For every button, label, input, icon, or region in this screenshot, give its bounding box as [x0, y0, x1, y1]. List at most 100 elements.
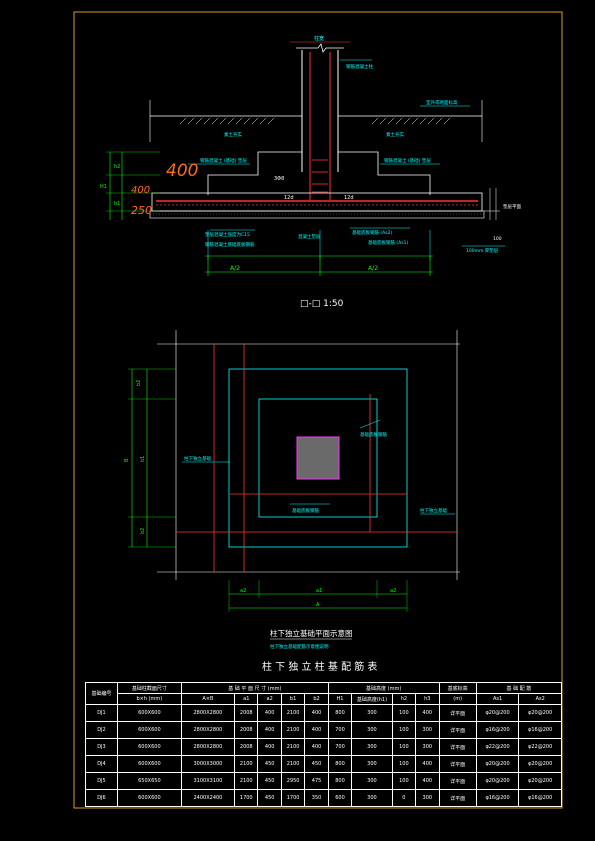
table-cell: 600X600	[116, 755, 182, 773]
bottom-right-label-2: 基础底板钢筋 (As1)	[368, 239, 408, 246]
header-b1: b1	[280, 693, 306, 705]
table-cell: 详平面	[438, 738, 477, 756]
header-h2: h2	[391, 693, 417, 705]
table-cell: 1700	[234, 789, 259, 807]
table-cell: 3100X3100	[180, 772, 236, 790]
b1-label: b1	[140, 456, 146, 462]
reinforcement-table: 基础编号 基础柱截面尺寸 基 础 平 面 尺 寸 (mm) 基础高度 (mm) …	[85, 682, 563, 807]
table-cell: φ20@200	[475, 755, 520, 773]
header-col: 基础柱截面尺寸	[116, 682, 182, 694]
table-cell: 2800X2800	[180, 738, 236, 756]
table-cell: φ16@200	[475, 789, 520, 807]
table-cell: DJ5	[85, 772, 118, 790]
table-cell: 2100	[234, 772, 259, 790]
cushion-label: 100mm 厚垫层	[466, 247, 499, 254]
table-cell: 2400X2400	[180, 789, 236, 807]
table-cell: 300	[351, 755, 393, 773]
foundation-section	[106, 41, 505, 276]
column-label: 钢筋混凝土柱	[346, 63, 373, 70]
table-cell: φ20@200	[518, 704, 562, 722]
header-col-sub: b×h (mm)	[116, 693, 182, 705]
table-cell: 2100	[280, 704, 306, 722]
table-cell: 800	[327, 755, 353, 773]
table-cell: 650X650	[116, 772, 182, 790]
table-cell: DJ6	[85, 789, 118, 807]
header-height: 基础高度 (mm)	[327, 682, 440, 694]
header-h1: 基础高度(h1)	[351, 693, 393, 705]
step-right-label: 钢筋混凝土 (基础) 垫层	[384, 157, 431, 164]
dim-left-label: A/2	[230, 265, 240, 272]
sheet-border	[73, 11, 563, 809]
header-a1: a1	[234, 693, 259, 705]
table-cell: 100	[391, 704, 417, 722]
table-cell: 2100	[280, 738, 306, 756]
table-cell: 800	[327, 772, 353, 790]
table-cell: 300	[351, 738, 393, 756]
table-cell: DJ1	[85, 704, 118, 722]
table-title: 柱 下 独 立 柱 基 配 筋 表	[262, 660, 377, 673]
table-cell: 800	[327, 704, 353, 722]
table-header-row-1: 基础编号 基础柱截面尺寸 基 础 平 面 尺 寸 (mm) 基础高度 (mm) …	[85, 682, 563, 705]
header-h3: h3	[415, 693, 440, 705]
table-cell: 3000X3000	[180, 755, 236, 773]
plan-right-label: 柱下独立基础	[420, 507, 447, 514]
table-cell: 400	[304, 721, 329, 739]
header-a2: a2	[257, 693, 282, 705]
table-cell: 2008	[234, 738, 259, 756]
table-cell: 600	[327, 789, 353, 807]
table-cell: DJ2	[85, 721, 118, 739]
plan-rebar-label: 基础底板钢筋	[360, 431, 387, 438]
column-width-label: 柱宽	[314, 35, 324, 42]
plan-section-title: □-□ 1:50	[300, 299, 344, 309]
table-cell: 400	[415, 704, 440, 722]
table-cell: 600X600	[116, 789, 182, 807]
header-plan: 基 础 平 面 尺 寸 (mm)	[180, 682, 329, 694]
header-no: 基础编号	[85, 682, 118, 705]
table-cell: 400	[257, 721, 282, 739]
table-cell: 100	[391, 755, 417, 773]
table-cell: 2100	[234, 755, 259, 773]
table-cell: 详平面	[438, 704, 477, 722]
table-cell: 450	[257, 755, 282, 773]
table-header-row-2: b×h (mm) A×B a1 a2 b1 b2 H1 基础高度(h1) h2 …	[86, 693, 562, 705]
soil-right-label: 素土夯实	[386, 131, 404, 138]
b2-top-label: b2	[136, 380, 142, 386]
top-rebar-label: 3Φ8	[274, 176, 284, 182]
table-cell: DJ3	[85, 738, 118, 756]
table-cell: 100	[391, 738, 417, 756]
header-top-sub: (m)	[438, 693, 477, 705]
table-cell: φ16@200	[518, 789, 562, 807]
table-cell: 1700	[280, 789, 306, 807]
step-left-label: 钢筋混凝土 (基础) 垫层	[200, 157, 247, 164]
bottom-mid-label: 混凝土垫层	[298, 233, 321, 240]
anchor-left-label: 12d	[284, 195, 294, 201]
plan-left-label: 柱下独立基础	[184, 455, 211, 462]
table-cell: φ22@200	[518, 738, 562, 756]
table-cell: 400	[415, 755, 440, 773]
table-cell: 400	[304, 704, 329, 722]
header-as2: As2	[518, 693, 562, 705]
soil-left-label: 素土夯实	[224, 131, 242, 138]
table-cell: 2100	[280, 721, 306, 739]
table-cell: φ20@200	[475, 772, 520, 790]
table-cell: 600X600	[116, 704, 182, 722]
b2-bottom-label: b2	[140, 528, 146, 534]
table-cell: φ16@200	[518, 721, 562, 739]
table-cell: 400	[257, 738, 282, 756]
a1-label: a1	[316, 588, 322, 594]
table-cell: 详平面	[438, 789, 477, 807]
table-cell: φ16@200	[475, 721, 520, 739]
anchor-right-label: 12d	[344, 195, 354, 201]
table-cell: 700	[327, 721, 353, 739]
table-cell: 2800X2800	[180, 704, 236, 722]
table-cell: 300	[415, 789, 440, 807]
table-cell: 100	[391, 772, 417, 790]
a-label: A	[316, 602, 320, 608]
header-axb: A×B	[180, 693, 236, 705]
table-cell: 详平面	[438, 721, 477, 739]
table-cell: 400	[304, 738, 329, 756]
